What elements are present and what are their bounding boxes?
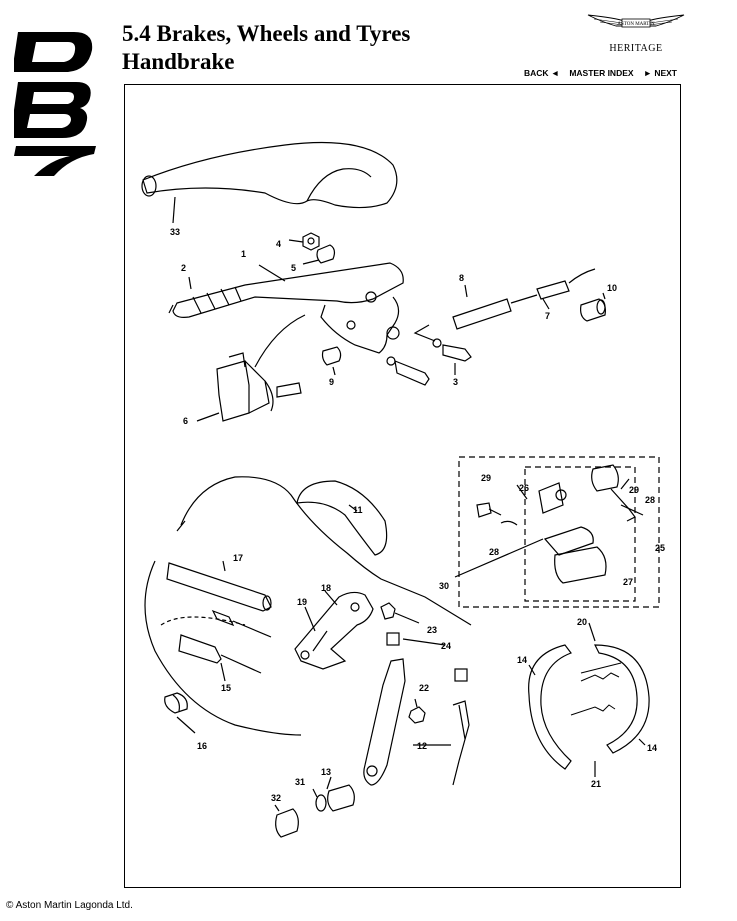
callout-27: 27 [623, 577, 633, 587]
callout-16: 16 [197, 741, 207, 751]
callout-10: 10 [607, 283, 617, 293]
callout-33: 33 [170, 227, 180, 237]
callout-29-right: 29 [629, 485, 639, 495]
bush-part [580, 292, 606, 322]
callout-24: 24 [441, 641, 451, 651]
callout-13: 13 [321, 767, 331, 777]
part-callouts: 33 4 5 1 2 8 10 7 9 3 6 29 26 29 28 11 2… [170, 227, 665, 803]
callout-30: 30 [439, 581, 449, 591]
handle-gaiter-part [141, 141, 398, 224]
callout-20: 20 [577, 617, 587, 627]
callout-11: 11 [353, 505, 363, 515]
navigation: BACK ◄ MASTER INDEX ► NEXT [524, 68, 677, 78]
callout-26: 26 [519, 483, 529, 493]
spacers-part [274, 776, 355, 838]
callout-32: 32 [271, 793, 281, 803]
diagram-frame: 33 4 5 1 2 8 10 7 9 3 6 29 26 29 28 11 2… [124, 84, 681, 888]
callout-28-right: 28 [645, 495, 655, 505]
db7-logo [14, 32, 96, 176]
handbrake-cable-part [144, 476, 472, 736]
callout-3: 3 [453, 377, 458, 387]
wings-icon: ASTON MARTIN [587, 14, 685, 28]
callout-22: 22 [419, 683, 429, 693]
adjuster-assembly-box [454, 456, 660, 608]
back-link[interactable]: BACK ◄ [523, 68, 560, 78]
conduit-sleeve-part [296, 480, 388, 556]
callout-14-right: 14 [647, 743, 657, 753]
badge-text: ASTON MARTIN [617, 22, 655, 27]
callout-29-left: 29 [481, 473, 491, 483]
callout-2: 2 [181, 263, 186, 273]
lever-nut-part [408, 698, 426, 724]
compensator-part [294, 590, 374, 670]
cable-adjuster-part [452, 268, 596, 330]
brake-shoes-part [528, 622, 650, 777]
callout-5: 5 [291, 263, 296, 273]
nut-and-spacer-part [288, 232, 336, 265]
pin-and-bolts-part [321, 324, 472, 386]
callout-19: 19 [297, 597, 307, 607]
master-index-link[interactable]: MASTER INDEX [569, 68, 634, 78]
callout-18: 18 [321, 583, 331, 593]
heritage-label: HERITAGE [609, 43, 663, 54]
callout-15: 15 [221, 683, 231, 693]
section-heading: 5.4 Brakes, Wheels and Tyres [122, 21, 411, 46]
handbrake-exploded-diagram: 33 4 5 1 2 8 10 7 9 3 6 29 26 29 28 11 2… [141, 141, 665, 838]
callout-31: 31 [295, 777, 305, 787]
callout-17: 17 [233, 553, 243, 563]
callout-4: 4 [276, 239, 281, 249]
compensator-bolt-part [380, 602, 420, 624]
callout-25: 25 [655, 543, 665, 553]
section-subtitle: Handbrake [122, 49, 235, 74]
callout-6: 6 [183, 416, 188, 426]
page-title: 5.4 Brakes, Wheels and Tyres Handbrake [122, 20, 410, 76]
next-link[interactable]: ► NEXT [643, 68, 677, 78]
callout-7: 7 [545, 311, 550, 321]
cable-clip-part [164, 692, 196, 734]
handbrake-lever-part [168, 262, 404, 354]
callout-9: 9 [329, 377, 334, 387]
callout-21: 21 [591, 779, 601, 789]
handbrake-switch-part [196, 314, 306, 422]
callout-23: 23 [427, 625, 437, 635]
copyright-footer: © Aston Martin Lagonda Ltd. [6, 900, 133, 911]
callout-14-left: 14 [517, 655, 527, 665]
cable-sleeve-part [166, 560, 272, 612]
callout-8: 8 [459, 273, 464, 283]
aston-martin-brand: ASTON MARTIN HERITAGE [586, 10, 686, 54]
callout-1: 1 [241, 249, 246, 259]
callout-28-left: 28 [489, 547, 499, 557]
adjuster-rod-part [178, 609, 272, 682]
relay-levers-part [363, 658, 470, 786]
callout-12: 12 [417, 741, 427, 751]
compensator-bushes-part [386, 632, 468, 682]
